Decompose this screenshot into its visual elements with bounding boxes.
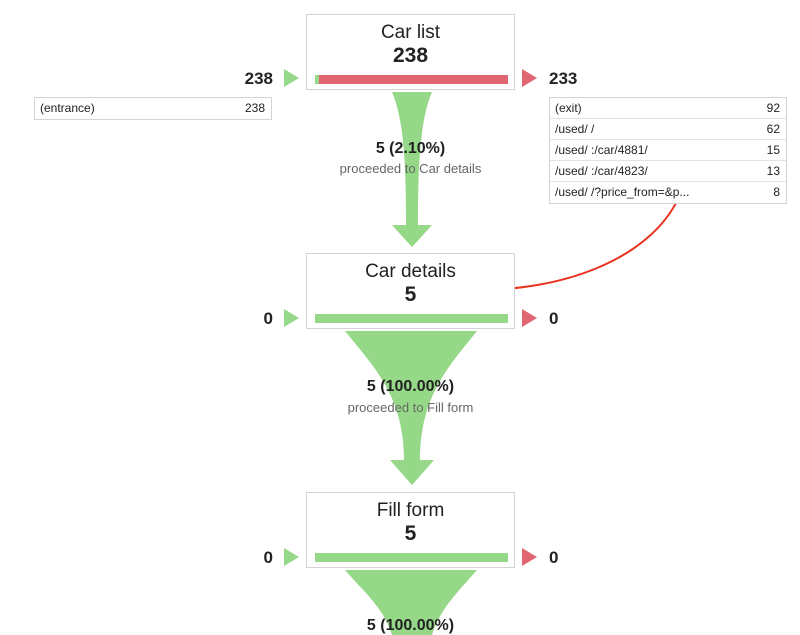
proceed-label: proceeded to Fill form (347, 400, 474, 415)
incoming-count: 0 (263, 548, 273, 567)
step-fill-form[interactable]: Fill form 5 (306, 492, 515, 568)
exit-arrow-icon (522, 69, 537, 87)
exit-row[interactable]: /used/ :/car/4823/ 13 (550, 161, 786, 182)
proceed-count: 5 (100.00%) (366, 617, 455, 634)
exits-table: (exit) 92 /used/ / 62 /used/ :/car/4881/… (549, 97, 787, 204)
exit-row[interactable]: /used/ :/car/4881/ 15 (550, 140, 786, 161)
exit-label: /used/ / (555, 122, 595, 136)
exit-count: 0 (549, 548, 559, 567)
flow-funnel-2 (345, 331, 477, 485)
step-bar-proceed (315, 553, 508, 562)
exit-row[interactable]: /used/ /?price_from=&p... 8 (550, 182, 786, 203)
incoming-count: 0 (263, 309, 273, 328)
exit-label: /used/ :/car/4881/ (555, 143, 648, 157)
exit-count: 0 (549, 309, 559, 328)
exit-row[interactable]: (exit) 92 (550, 98, 786, 119)
flow-funnel-3 (345, 570, 477, 635)
step-count: 238 (392, 44, 429, 67)
exit-value: 13 (766, 164, 780, 178)
exit-label: (exit) (555, 101, 582, 115)
incoming-count: 238 (244, 69, 273, 88)
proceed-count: 5 (2.10%) (375, 140, 446, 157)
step-bar-proceed (315, 314, 508, 323)
step-count: 5 (404, 283, 417, 306)
exit-value: 15 (766, 143, 780, 157)
step-title: Car details (365, 261, 456, 282)
exit-arrow-icon (522, 548, 537, 566)
step-title: Fill form (376, 500, 445, 521)
exit-value: 8 (773, 185, 780, 199)
proceed-label: proceeded to Car details (339, 161, 482, 176)
exit-arrow-icon (522, 309, 537, 327)
exit-label: /used/ /?price_from=&p... (555, 185, 690, 199)
step-bar (315, 553, 508, 562)
step-bar (315, 75, 508, 84)
step-count: 5 (404, 522, 417, 545)
entrance-value: 238 (244, 101, 265, 115)
step-bar-proceed (315, 75, 320, 84)
exit-row[interactable]: /used/ / 62 (550, 119, 786, 140)
incoming-arrow-icon (284, 309, 299, 327)
exit-count: 233 (549, 69, 578, 88)
incoming-arrow-icon (284, 69, 299, 87)
exit-value: 62 (766, 122, 780, 136)
entrance-row[interactable]: (entrance) 238 (35, 98, 271, 119)
entrances-table: (entrance) 238 (34, 97, 272, 120)
step-car-details[interactable]: Car details 5 (306, 253, 515, 329)
entrance-label: (entrance) (40, 101, 95, 115)
step-bar (315, 314, 508, 323)
step-car-list[interactable]: Car list 238 (306, 14, 515, 90)
step-title: Car list (380, 22, 441, 43)
exit-value: 92 (766, 101, 780, 115)
exit-label: /used/ :/car/4823/ (555, 164, 648, 178)
incoming-arrow-icon (284, 548, 299, 566)
flow-funnel-1 (392, 92, 432, 247)
proceed-count: 5 (100.00%) (366, 378, 455, 395)
